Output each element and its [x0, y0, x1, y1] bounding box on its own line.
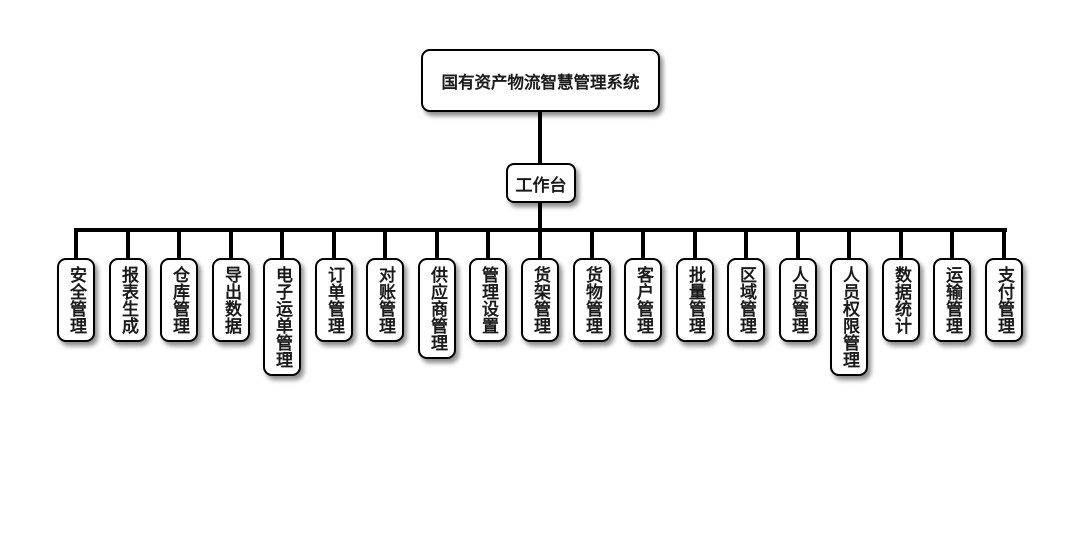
workbench-node[interactable]: 工作台 [506, 163, 576, 203]
module-node[interactable]: 报表生成 [109, 258, 147, 342]
module-connector [538, 230, 542, 260]
module-node-label: 货物管理 [582, 266, 602, 334]
module-node[interactable]: 货架管理 [521, 258, 559, 342]
module-connector [693, 230, 697, 260]
module-node-label: 人员权限管理 [839, 266, 859, 368]
module-connector [74, 230, 78, 260]
root-node-label: 国有资产物流智慧管理系统 [441, 72, 640, 92]
module-node[interactable]: 批量管理 [676, 258, 714, 342]
module-node[interactable]: 仓库管理 [160, 258, 198, 342]
module-node-label: 供应商管理 [427, 266, 447, 351]
module-connector [847, 230, 851, 260]
module-connector [177, 230, 181, 260]
module-node[interactable]: 人员权限管理 [830, 258, 868, 376]
module-connector [590, 230, 594, 260]
module-connector [435, 230, 439, 260]
module-node[interactable]: 人员管理 [779, 258, 817, 342]
module-connector [126, 230, 130, 260]
module-node[interactable]: 管理设置 [469, 258, 507, 342]
module-connector [383, 230, 387, 260]
root-to-hub-connector [538, 111, 542, 164]
module-connector [1002, 230, 1006, 260]
module-node[interactable]: 供应商管理 [418, 258, 456, 359]
module-node-label: 对账管理 [375, 266, 395, 334]
module-node[interactable]: 对账管理 [366, 258, 404, 342]
module-node-label: 仓库管理 [169, 266, 189, 334]
module-node-label: 报表生成 [118, 266, 138, 334]
hub-to-bus-connector [538, 202, 542, 231]
module-node-label: 导出数据 [221, 266, 241, 334]
module-node[interactable]: 货物管理 [573, 258, 611, 342]
module-connector [332, 230, 336, 260]
module-node[interactable]: 电子运单管理 [263, 258, 301, 376]
module-node[interactable]: 区域管理 [727, 258, 765, 342]
module-node-label: 运输管理 [942, 266, 962, 334]
workbench-node-label: 工作台 [515, 175, 567, 196]
module-node-label: 支付管理 [994, 266, 1014, 334]
module-node-label: 客户管理 [633, 266, 653, 334]
module-node[interactable]: 运输管理 [933, 258, 971, 342]
module-node[interactable]: 支付管理 [985, 258, 1023, 342]
root-node[interactable]: 国有资产物流智慧管理系统 [421, 49, 660, 112]
module-node-label: 管理设置 [478, 266, 498, 334]
module-connector [796, 230, 800, 260]
module-connector [486, 230, 490, 260]
module-node-label: 电子运单管理 [272, 266, 292, 368]
module-node-label: 安全管理 [66, 266, 86, 334]
module-node-label: 批量管理 [685, 266, 705, 334]
module-node[interactable]: 导出数据 [212, 258, 250, 342]
module-node-label: 货架管理 [530, 266, 550, 334]
module-node-label: 区域管理 [736, 266, 756, 334]
module-node[interactable]: 订单管理 [315, 258, 353, 342]
module-node[interactable]: 客户管理 [624, 258, 662, 342]
module-connector [641, 230, 645, 260]
module-connector [229, 230, 233, 260]
module-connector [950, 230, 954, 260]
module-node[interactable]: 安全管理 [57, 258, 95, 342]
module-node[interactable]: 数据统计 [882, 258, 920, 342]
module-node-label: 订单管理 [324, 266, 344, 334]
module-connector [744, 230, 748, 260]
module-node-label: 人员管理 [788, 266, 808, 334]
module-connector [280, 230, 284, 260]
module-connector [899, 230, 903, 260]
module-node-label: 数据统计 [891, 266, 911, 334]
